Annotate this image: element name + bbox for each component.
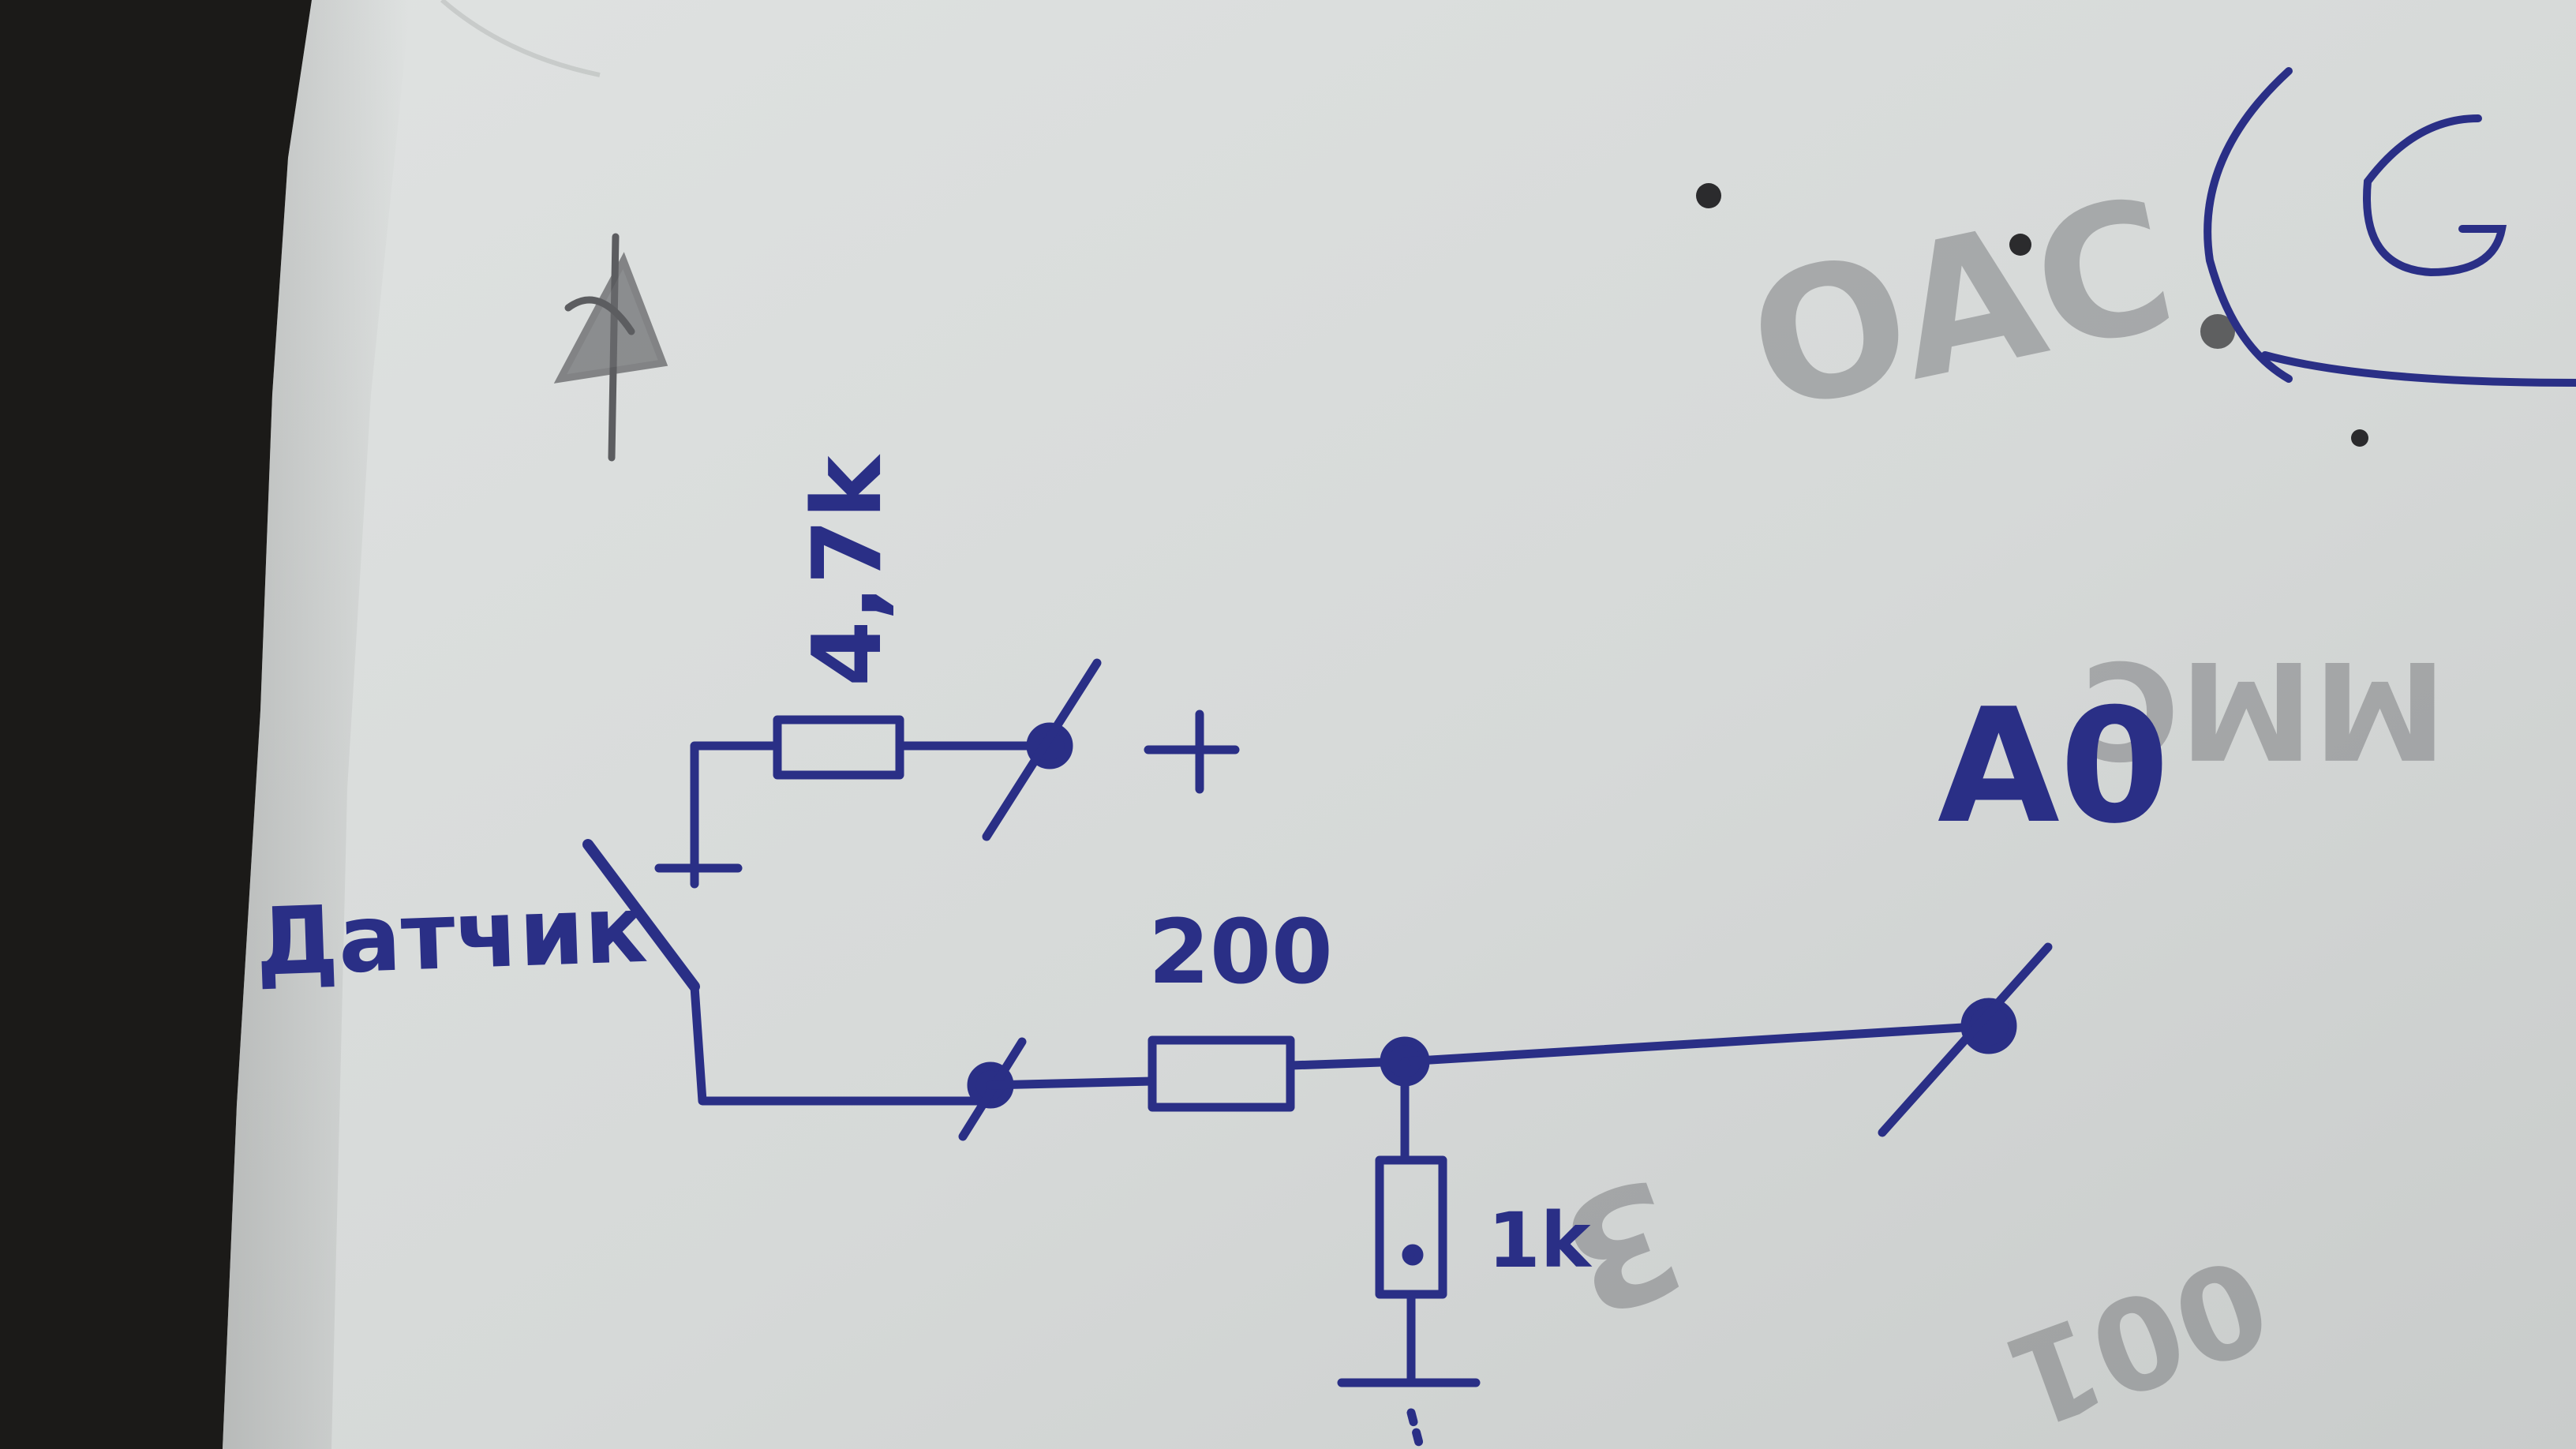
pencil-arrow-mark [553, 233, 668, 462]
terminal-tick-a0 [1878, 942, 2053, 1137]
ground-tail [1406, 1408, 1425, 1449]
node-analog-pin [1960, 998, 2017, 1054]
sensor-label: Датчик [253, 874, 649, 997]
wire-to-series [986, 1076, 1157, 1090]
resistor-series [1148, 1035, 1295, 1112]
divider-value-label: 1k [1488, 1196, 1593, 1285]
terminal-tick-plus [982, 658, 1102, 841]
paper-edge-shade [223, 0, 410, 1449]
wire-sensor-to-pullup [690, 741, 782, 889]
resistor-divider-dot [1402, 1244, 1424, 1266]
bleed-text-right: MMC [2081, 631, 2447, 787]
corner-ink-marks [2203, 67, 2576, 387]
paper-sheet [223, 0, 2576, 1449]
ink-dot [2351, 429, 2368, 447]
sensor-switch-contact [582, 839, 700, 992]
analog-pin-label: A0 [1938, 675, 2170, 859]
wire-sensor-bottom [690, 982, 995, 1106]
ink-dot [1696, 183, 1721, 208]
ink-dot [2009, 234, 2031, 256]
ink-dot [2200, 314, 2235, 349]
pullup-value-label: 4,7k [793, 453, 903, 687]
circuit-schematic [582, 658, 2053, 1449]
wire-junction-to-a0 [1400, 1021, 1994, 1066]
paper-fold-crease [440, 0, 601, 77]
series-value-label: 200 [1148, 901, 1333, 1004]
